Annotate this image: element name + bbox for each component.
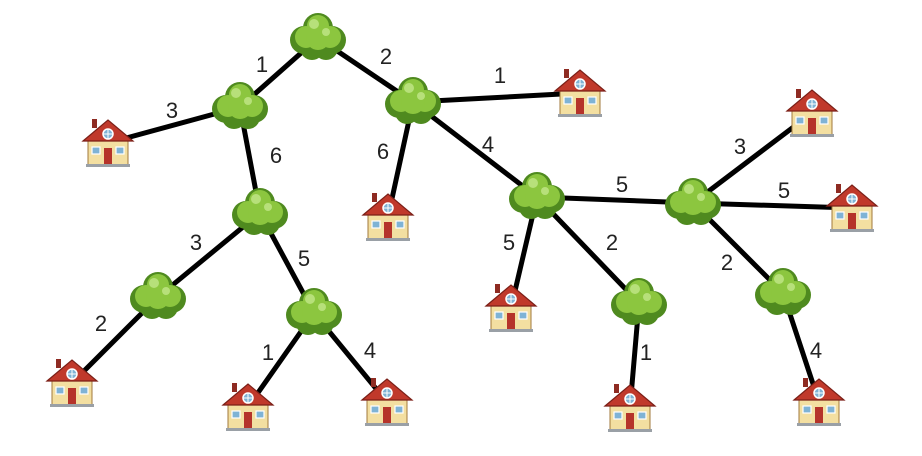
weight-labels-layer: 1 2 3 6 1 6 4 3 5 2 1 4 5 5 2 1 3 5 2 4 bbox=[95, 44, 822, 365]
edge-weight-label: 2 bbox=[721, 250, 733, 275]
edge-weight-label: 3 bbox=[166, 98, 178, 123]
edge-t3-t5 bbox=[410, 99, 540, 200]
edge-weight-label: 3 bbox=[190, 230, 202, 255]
house-icon bbox=[360, 378, 414, 426]
tree-icon bbox=[611, 278, 667, 325]
house-icon bbox=[81, 119, 135, 167]
edges-layer bbox=[69, 35, 855, 411]
house-icon bbox=[792, 378, 846, 426]
tree-icon bbox=[286, 288, 342, 335]
tree-icon bbox=[290, 13, 346, 60]
edge-weight-label: 2 bbox=[380, 44, 392, 69]
tree-icon bbox=[665, 178, 721, 225]
edge-weight-label: 5 bbox=[503, 230, 515, 255]
edge-weight-label: 1 bbox=[494, 63, 506, 88]
edge-t3-h2 bbox=[410, 90, 583, 105]
edge-weight-label: 4 bbox=[810, 338, 822, 363]
edge-weight-label: 6 bbox=[377, 139, 389, 164]
edge-weight-label: 4 bbox=[364, 338, 376, 363]
edge-weight-label: 1 bbox=[262, 340, 274, 365]
tree-icon bbox=[755, 268, 811, 315]
edge-weight-label: 5 bbox=[616, 172, 628, 197]
house-icon bbox=[361, 193, 415, 241]
edge-weight-label: 4 bbox=[482, 132, 494, 157]
house-icon bbox=[484, 284, 538, 332]
edge-weight-label: 5 bbox=[778, 178, 790, 203]
house-icon bbox=[45, 359, 99, 407]
house-icon bbox=[603, 384, 657, 432]
edge-weight-label: 6 bbox=[270, 143, 282, 168]
tree-icon bbox=[509, 172, 565, 219]
edge-weight-label: 1 bbox=[640, 340, 652, 365]
house-icon bbox=[221, 383, 275, 431]
house-icon bbox=[785, 89, 839, 137]
tree-icon bbox=[212, 82, 268, 129]
house-icon bbox=[825, 184, 879, 232]
tree-icon bbox=[130, 272, 186, 319]
nodes-layer bbox=[45, 13, 879, 432]
tree-icon bbox=[385, 77, 441, 124]
edge-weight-label: 2 bbox=[606, 230, 618, 255]
edge-weight-label: 3 bbox=[734, 134, 746, 159]
edge-weight-label: 2 bbox=[95, 311, 107, 336]
tree-icon bbox=[232, 188, 288, 235]
house-icon bbox=[553, 69, 607, 117]
edge-weight-label: 5 bbox=[298, 246, 310, 271]
edge-weight-label: 1 bbox=[256, 52, 268, 77]
